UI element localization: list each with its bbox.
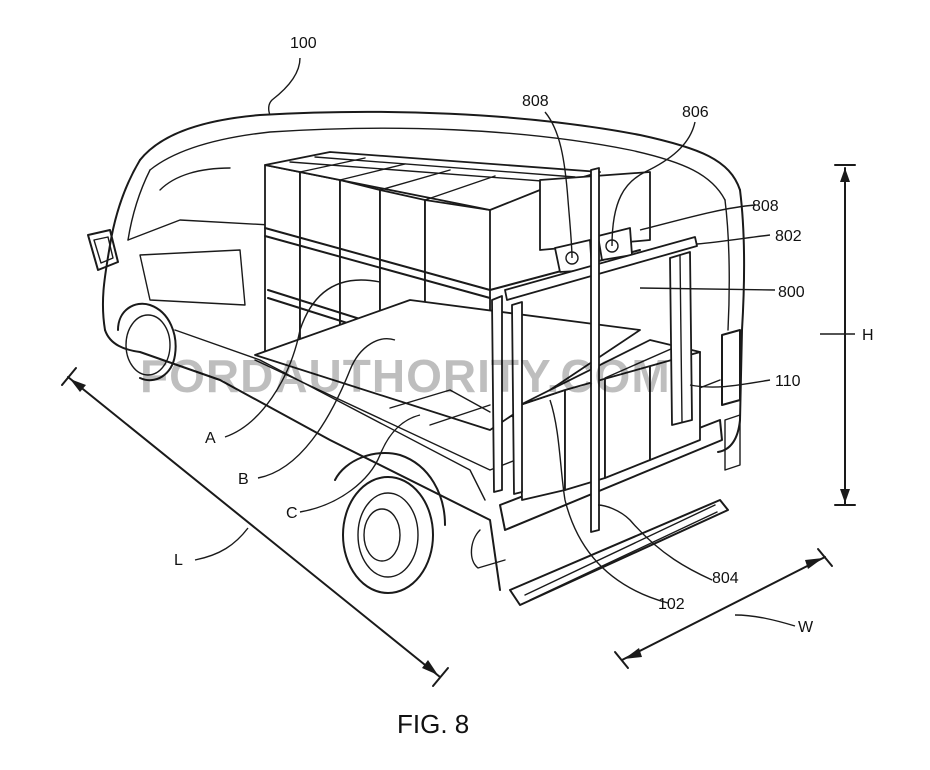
label-802: 802 xyxy=(775,228,802,245)
label-110: 110 xyxy=(775,373,801,390)
label-h: H xyxy=(862,327,874,344)
label-102: 102 xyxy=(658,596,685,613)
watermark: FORDAUTHORITY.COM xyxy=(140,350,671,402)
label-100: 100 xyxy=(290,35,317,52)
label-808-upper: 808 xyxy=(522,93,549,110)
label-a: A xyxy=(205,430,216,447)
label-800: 800 xyxy=(778,284,805,301)
label-b: B xyxy=(238,471,249,488)
label-w: W xyxy=(798,619,814,636)
label-808-lower: 808 xyxy=(752,198,779,215)
label-c: C xyxy=(286,505,298,522)
label-806: 806 xyxy=(682,104,709,121)
label-l: L xyxy=(174,552,183,569)
label-804: 804 xyxy=(712,570,739,587)
figure-caption: FIG. 8 xyxy=(397,709,469,739)
